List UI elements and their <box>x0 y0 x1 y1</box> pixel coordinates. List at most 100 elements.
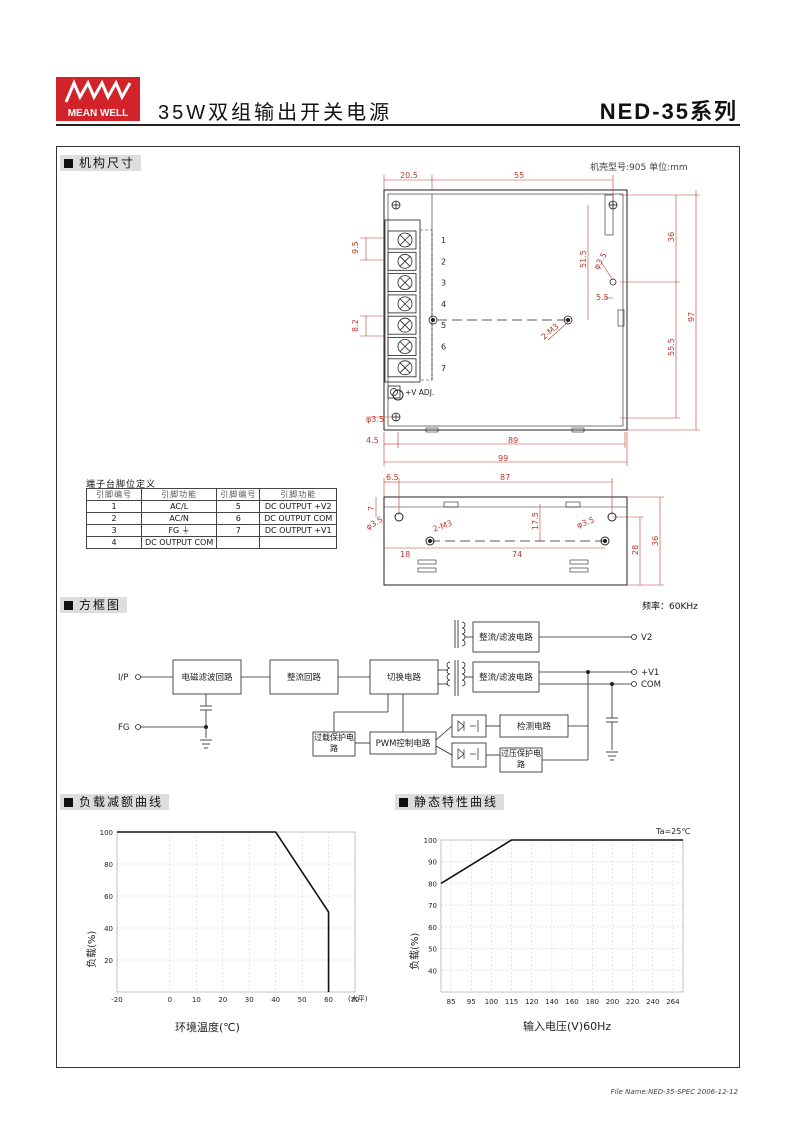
y-tick-label: 40 <box>428 967 437 975</box>
terminal-slot <box>387 315 417 335</box>
dim-89: 89 <box>508 436 518 445</box>
y-tick-label: 100 <box>100 829 113 837</box>
x-tick-label: 50 <box>298 996 307 1004</box>
y-tick-label: 60 <box>104 893 113 901</box>
mw-logo-mark-icon <box>64 79 132 103</box>
terminal-screw-icon <box>397 275 413 291</box>
output-v2-label: V2 <box>641 633 652 643</box>
content-frame <box>56 146 740 1068</box>
side-dim-36: 36 <box>651 536 660 546</box>
dim-97: 97 <box>687 312 696 322</box>
olp-block: 过载保护电路 <box>314 733 354 753</box>
page-title: 35W双组输出开关电源 <box>158 102 393 124</box>
derating-line <box>117 831 330 992</box>
rectifier-block: 整流回路 <box>287 672 322 683</box>
pin-table-title: 端子台脚位定义 <box>86 480 157 490</box>
y-tick-label: 80 <box>104 861 113 869</box>
frequency-label: 频率：60KHz <box>642 602 698 612</box>
dim-5-5: 5.5 <box>596 293 609 302</box>
terminal-screw-slot <box>399 256 411 267</box>
terminal-screw-slot <box>399 277 411 288</box>
x-tick-label: 180 <box>586 998 599 1006</box>
dim-55: 55 <box>514 171 524 180</box>
detection-block: 检测电路 <box>517 721 552 732</box>
side-dim-28: 28 <box>631 545 640 555</box>
y-tick-label: 70 <box>428 902 437 910</box>
side-dim-17-5: 17.5 <box>531 512 540 530</box>
y-tick-label: 60 <box>428 924 437 932</box>
terminal-number: 5 <box>441 321 446 330</box>
x-tick-label: 100 <box>485 998 498 1006</box>
dim-4-5: 4.5 <box>366 436 379 445</box>
terminal-screw-slot <box>399 319 411 331</box>
section-mechanical: 机构尺寸 <box>60 155 142 171</box>
ovp-block: 过压保护电路 <box>501 749 541 769</box>
emi-filter-block: 电磁滤波回路 <box>181 672 233 683</box>
footer-filename: File Name:NED-35-SPEC 2006-12-12 <box>610 1088 738 1096</box>
side-dim-18: 18 <box>400 550 410 559</box>
side-dim-87: 87 <box>500 473 510 482</box>
derating-xlabel: 环境温度(℃) <box>175 1020 240 1034</box>
dim-20-5: 20.5 <box>400 171 418 180</box>
pin-cell: DC OUTPUT COM <box>140 536 218 549</box>
output-v1-label: +V1 <box>641 668 659 678</box>
terminal-number: 4 <box>441 300 446 309</box>
terminal-screw-icon <box>397 296 413 312</box>
terminal-screw-slot <box>399 234 411 246</box>
terminal-slot <box>387 273 417 293</box>
logo-text: MEAN WELL <box>56 107 140 121</box>
terminal-number: 6 <box>441 343 446 352</box>
terminal-screw-icon <box>397 232 413 248</box>
terminal-slot <box>387 251 417 271</box>
static-xlabel: 输入电压(V)60Hz <box>523 1019 611 1033</box>
header-rule <box>56 124 740 126</box>
x-tick-label: 30 <box>245 996 254 1004</box>
section-derating: 负载减额曲线 <box>60 794 170 810</box>
y-tick-label: 50 <box>428 946 437 954</box>
terminal-number: 2 <box>441 257 446 266</box>
dim-99: 99 <box>498 454 508 463</box>
x-tick-label: 220 <box>626 998 639 1006</box>
switching-block: 切换电路 <box>387 672 422 683</box>
hole-label-bottom-left: φ3.5 <box>366 415 384 424</box>
x-tick-label: 115 <box>505 998 518 1006</box>
series-name: NED-35系列 <box>599 99 738 124</box>
terminal-slot <box>387 230 417 250</box>
terminal-screw-slot <box>399 341 411 352</box>
pin-cell <box>259 536 338 549</box>
x-tick-label: 240 <box>646 998 659 1006</box>
chart-frame <box>116 831 356 993</box>
terminal-slot <box>387 337 417 356</box>
x-tick-label: 20 <box>218 996 227 1004</box>
side-dim-74: 74 <box>512 550 522 559</box>
mean-well-logo: MEAN WELL <box>56 77 140 121</box>
y-tick-label: 20 <box>104 957 113 965</box>
terminal-screw-icon <box>397 253 413 269</box>
dim-55-5: 55.5 <box>667 338 676 356</box>
side-dim-7: 7 <box>367 506 376 511</box>
chart-frame <box>440 839 684 993</box>
input-fg-label: FG <box>118 723 129 733</box>
x-tick-label: 160 <box>565 998 578 1006</box>
rect-filter-v2-block: 整流/滤波电路 <box>479 632 533 643</box>
x-tick-label: 70 <box>351 996 360 1004</box>
x-tick-label: 40 <box>271 996 280 1004</box>
x-tick-label: 264 <box>666 998 680 1006</box>
terminal-screw-icon <box>397 360 413 376</box>
terminal-number: 1 <box>441 236 446 245</box>
dim-9-5: 9.5 <box>351 241 360 254</box>
derating-ylabel: 负载(%) <box>85 931 98 968</box>
y-tick-label: 100 <box>424 837 437 845</box>
block-diagram: I/P FG V2 +V1 COM 电磁滤波回路 整流回路 切换电路 整流/滤波… <box>118 620 661 773</box>
x-tick-label: 95 <box>467 998 476 1006</box>
vadj-label: +V ADJ. <box>405 388 434 397</box>
static-note: Ta=25℃ <box>655 827 690 836</box>
terminal-screw-slot <box>399 362 411 374</box>
terminal-number: 3 <box>441 279 446 288</box>
x-unit-note: (水平) <box>348 994 368 1003</box>
